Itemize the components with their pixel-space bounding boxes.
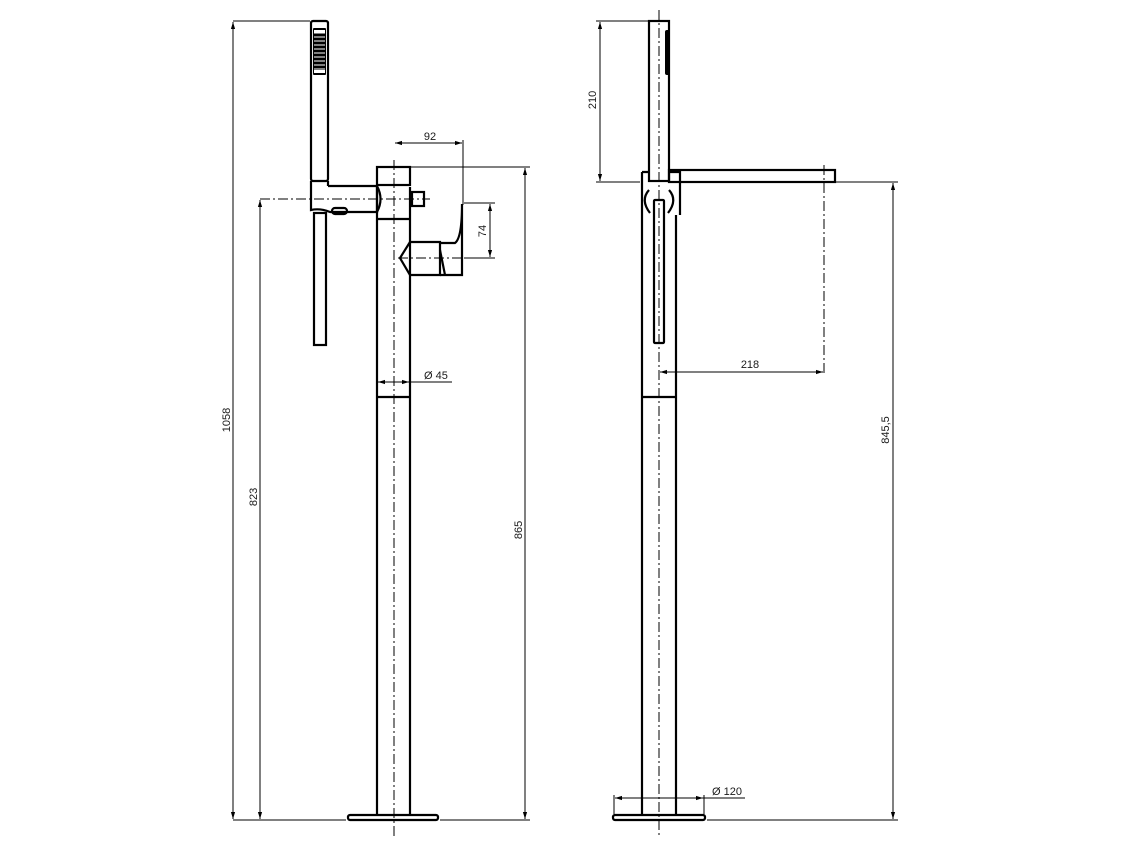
dim-body-height: 865: [513, 521, 525, 539]
shower-hose-front: [652, 198, 666, 345]
dim-handshower-length: 210: [587, 91, 599, 109]
shower-hose: [312, 211, 328, 347]
dim-base-diameter: Ø 120: [712, 786, 742, 798]
front-view: 210 218 845,5 Ø 120: [587, 10, 898, 838]
dim-handle-offset: 92: [424, 131, 436, 143]
dim-spout-axis-height: 823: [248, 488, 260, 506]
shower-head-grid-icon: [313, 28, 326, 75]
side-view: 1058 823 865 92 74 Ø 45: [221, 19, 530, 838]
dim-handle-height: 74: [477, 225, 489, 237]
shower-nozzle-strip-icon: [665, 30, 670, 75]
mixer-lever: [398, 203, 464, 277]
mixer-top-block: [375, 165, 412, 187]
dim-total-height: 1058: [221, 408, 233, 432]
base-plate: [346, 813, 440, 822]
dim-spout-height: 845,5: [880, 416, 892, 444]
spout: [667, 168, 837, 184]
dim-pipe-diameter: Ø 45: [424, 370, 448, 382]
hand-shower-front: [647, 19, 671, 183]
hand-shower: [309, 19, 330, 183]
dim-spout-reach: 218: [741, 359, 759, 371]
